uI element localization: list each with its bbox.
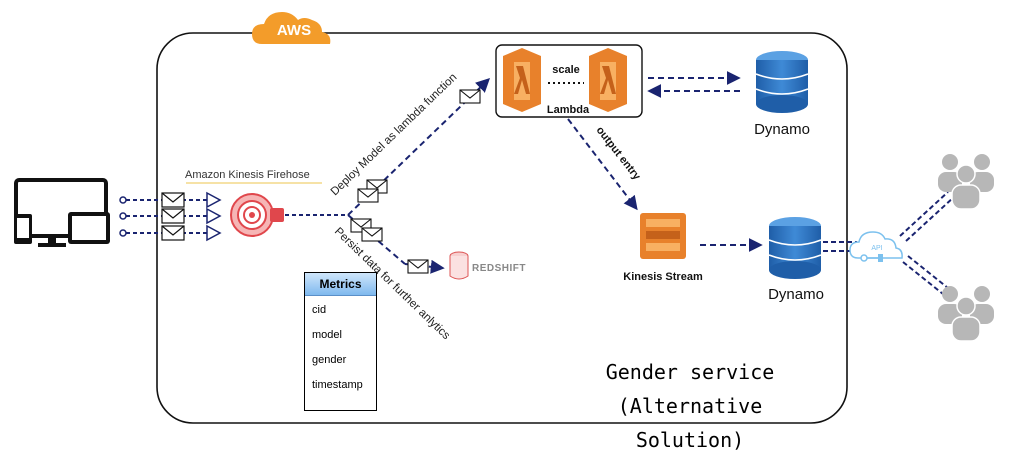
metrics-table: Metrics cid model gender timestamp xyxy=(304,272,377,411)
devices-icon xyxy=(14,178,110,247)
dynamo-icon xyxy=(755,51,809,113)
metrics-item: gender xyxy=(312,354,347,366)
api-users-line xyxy=(907,255,949,289)
api-users-line xyxy=(905,196,955,242)
envelope-icon xyxy=(357,188,379,203)
metrics-item: cid xyxy=(312,304,327,316)
redshift-icon xyxy=(449,251,469,280)
dynamo-bottom-label: Dynamo xyxy=(768,286,824,303)
output-entry-arrow xyxy=(567,118,638,211)
envelope-icon xyxy=(161,208,185,224)
input-stream xyxy=(119,224,222,242)
aws-logo: AWS xyxy=(252,12,331,44)
dynamo-icon xyxy=(768,217,822,279)
service-label: Gender service (Alternative Solution) xyxy=(560,355,820,457)
aws-label: AWS xyxy=(277,22,311,39)
deploy-label: Deploy Model as lambda function xyxy=(329,71,460,198)
api-label: API xyxy=(871,245,882,252)
lambda-icon xyxy=(503,48,541,112)
lambda-label: Lambda xyxy=(547,104,590,116)
kinesis-stream-icon xyxy=(640,213,686,259)
envelope-icon xyxy=(361,227,383,242)
envelope-icon xyxy=(161,225,185,241)
input-stream xyxy=(119,191,222,209)
lambda-box: scale Lambda xyxy=(495,44,643,118)
aws-boundary xyxy=(156,32,848,424)
redshift-label: REDSHIFT xyxy=(472,263,526,274)
metrics-item: timestamp xyxy=(312,379,363,391)
envelope-icon xyxy=(407,259,429,274)
service-title: Gender service xyxy=(605,360,775,384)
firehose-label: Amazon Kinesis Firehose xyxy=(185,169,310,181)
input-streams xyxy=(119,191,222,242)
scale-label: scale xyxy=(552,64,580,76)
service-subtitle: (Alternative Solution) xyxy=(617,394,763,452)
envelope-icon xyxy=(459,89,481,104)
users-group-icon xyxy=(938,286,994,342)
envelope-icon xyxy=(161,192,185,208)
lambda-icon xyxy=(589,48,627,112)
firehose-icon xyxy=(186,182,322,237)
input-stream xyxy=(119,207,222,225)
api-gateway-icon: API xyxy=(849,231,903,262)
api-users-line xyxy=(899,191,949,237)
metrics-title: Metrics xyxy=(305,273,376,296)
metrics-item: model xyxy=(312,329,342,341)
users-group-icon xyxy=(938,154,994,210)
api-users-line xyxy=(902,261,944,295)
output-entry-label: output entry xyxy=(594,124,643,183)
kinesis-stream-label: Kinesis Stream xyxy=(623,271,703,283)
dynamo-top-label: Dynamo xyxy=(754,121,810,138)
